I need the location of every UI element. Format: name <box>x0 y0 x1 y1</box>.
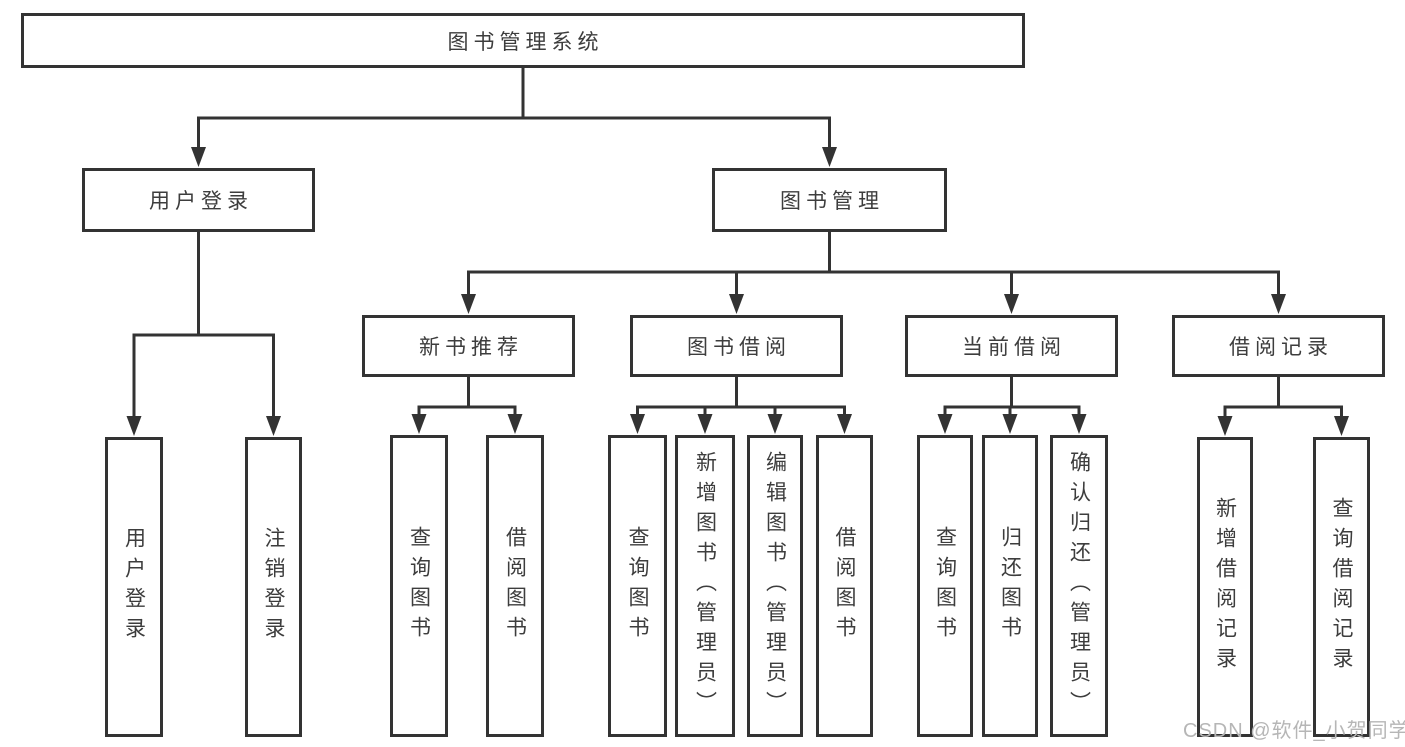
arrow-down-icon <box>461 294 476 314</box>
node-label: 确认归还（管理员） <box>1067 451 1091 721</box>
node-label: 用户登录 <box>122 527 146 647</box>
node-l-bb-borrow: 借阅图书 <box>816 435 873 737</box>
node-label: 新增借阅记录 <box>1213 497 1237 677</box>
arrow-down-icon <box>411 414 427 434</box>
node-l-cb-query: 查询图书 <box>917 435 973 737</box>
node-label: 用户登录 <box>149 190 253 213</box>
node-label: 新增图书（管理员） <box>693 451 717 721</box>
node-label: 图书管理系统 <box>447 30 604 54</box>
node-label: 查询借阅记录 <box>1330 497 1353 677</box>
node-new-book-rec: 新书推荐 <box>362 315 575 377</box>
arrow-down-icon <box>1334 416 1349 436</box>
arrow-down-icon <box>191 147 206 167</box>
node-l-cb-confirm: 确认归还（管理员） <box>1050 435 1108 737</box>
node-label: 借阅记录 <box>1229 336 1333 359</box>
node-label: 查询图书 <box>626 526 649 646</box>
arrow-down-icon <box>822 147 837 167</box>
arrow-down-icon <box>1002 414 1018 434</box>
node-borrow-record: 借阅记录 <box>1172 315 1385 377</box>
arrow-down-icon <box>1271 294 1286 314</box>
arrow-down-icon <box>266 416 281 436</box>
arrow-down-icon <box>697 414 713 434</box>
arrow-down-icon <box>837 414 852 434</box>
arrow-down-icon <box>767 414 783 434</box>
node-l-br-add: 新增借阅记录 <box>1197 437 1253 737</box>
node-l-bb-query: 查询图书 <box>608 435 667 737</box>
arrow-down-icon <box>126 416 142 436</box>
node-l-nb-borrow: 借阅图书 <box>486 435 544 737</box>
node-label: 注销登录 <box>262 527 285 647</box>
node-label: 图书管理 <box>780 190 884 213</box>
node-l-logout: 注销登录 <box>245 437 302 737</box>
node-label: 新书推荐 <box>419 336 523 359</box>
node-l-user-login: 用户登录 <box>105 437 163 737</box>
node-label: 当前借阅 <box>962 336 1066 359</box>
node-label: 编辑图书（管理员） <box>763 451 787 721</box>
arrow-down-icon <box>729 294 744 314</box>
node-label: 归还图书 <box>998 526 1022 646</box>
watermark: CSDN @软件_小贺同学 <box>1183 720 1405 742</box>
node-book-mgmt: 图书管理 <box>712 168 947 232</box>
node-label: 借阅图书 <box>503 526 527 646</box>
arrow-down-icon <box>937 414 953 434</box>
node-label: 图书借阅 <box>687 336 791 359</box>
node-root: 图书管理系统 <box>21 13 1025 68</box>
arrow-down-icon <box>1217 416 1233 436</box>
arrow-down-icon <box>1071 414 1087 434</box>
node-label: 借阅图书 <box>833 526 856 646</box>
node-l-cb-return: 归还图书 <box>982 435 1038 737</box>
node-l-nb-query: 查询图书 <box>390 435 448 737</box>
arrow-down-icon <box>630 414 645 434</box>
node-l-bb-add: 新增图书（管理员） <box>675 435 735 737</box>
node-l-bb-edit: 编辑图书（管理员） <box>747 435 803 737</box>
arrow-down-icon <box>507 414 523 434</box>
node-label: 查询图书 <box>407 526 431 646</box>
arrow-down-icon <box>1004 294 1019 314</box>
node-l-br-query: 查询借阅记录 <box>1313 437 1370 737</box>
node-user-login: 用户登录 <box>82 168 315 232</box>
node-label: 查询图书 <box>933 526 957 646</box>
node-book-borrow: 图书借阅 <box>630 315 843 377</box>
node-current-borrow: 当前借阅 <box>905 315 1118 377</box>
